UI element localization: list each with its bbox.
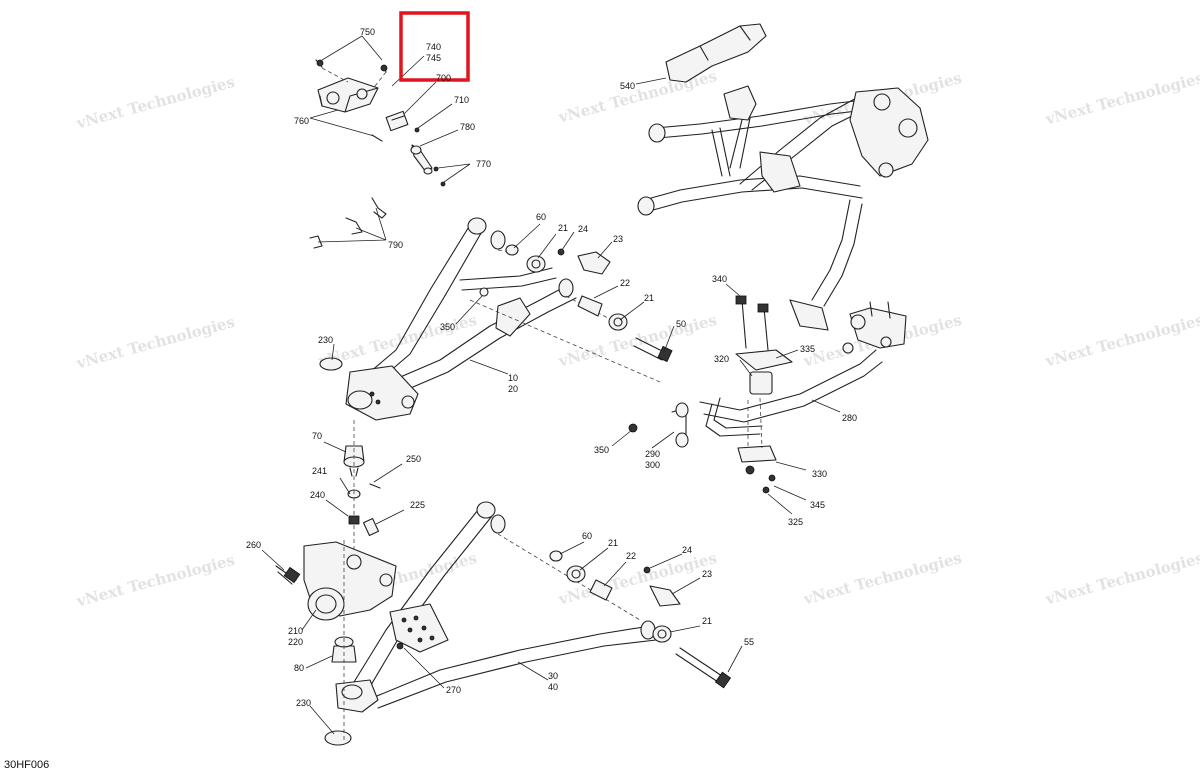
callout-325: 325 — [788, 517, 803, 527]
callout-23: 23 — [613, 234, 623, 244]
callout-350: 350 — [594, 445, 609, 455]
callout-345: 345 — [810, 500, 825, 510]
sway-bar-assembly — [628, 295, 907, 494]
callout-700: 700 — [436, 73, 451, 83]
callout-320: 320 — [714, 354, 729, 364]
callout-790: 790 — [388, 240, 403, 250]
callout-22: 22 — [626, 551, 636, 561]
callout-210: 210 — [288, 626, 303, 636]
callout-220: 220 — [288, 637, 303, 647]
callout-60: 60 — [582, 531, 592, 541]
callout-710: 710 — [454, 95, 469, 105]
callout-30: 30 — [548, 671, 558, 681]
watermark-text: vNext Technologies — [74, 313, 237, 373]
diagram-code: 30HF006 — [4, 759, 49, 771]
callout-20: 20 — [508, 384, 518, 394]
callout-21: 21 — [644, 293, 654, 303]
callout-780: 780 — [460, 122, 475, 132]
lower-a-arm — [335, 501, 657, 740]
callout-540: 540 — [620, 81, 635, 91]
callout-55: 55 — [744, 637, 754, 647]
callout-80: 80 — [294, 663, 304, 673]
callout-330: 330 — [812, 469, 827, 479]
callout-250: 250 — [406, 454, 421, 464]
upper-arm-hardware — [479, 244, 673, 363]
watermark-text: vNext Technologies — [801, 549, 964, 609]
knuckle-hardware — [275, 420, 397, 746]
callout-340: 340 — [712, 274, 727, 284]
callout-labels: 750 740 745 700 710 760 780 770 790 540 … — [246, 27, 857, 708]
upper-a-arm — [319, 217, 661, 421]
callout-10: 10 — [508, 373, 518, 383]
sensor-bracket-assembly — [309, 59, 446, 249]
callout-40: 40 — [548, 682, 558, 692]
watermark-text: vNext Technologies — [74, 73, 237, 133]
callout-60: 60 — [536, 212, 546, 222]
callout-241: 241 — [312, 466, 327, 476]
watermark-text: vNext Technologies — [1043, 69, 1200, 129]
callout-290: 290 — [645, 449, 660, 459]
callout-70: 70 — [312, 431, 322, 441]
callout-21: 21 — [608, 538, 618, 548]
callout-335: 335 — [800, 344, 815, 354]
callout-24: 24 — [578, 224, 588, 234]
watermark-text: vNext Technologies — [1043, 549, 1200, 609]
callout-24: 24 — [682, 545, 692, 555]
leader-lines — [261, 35, 841, 735]
callout-280: 280 — [842, 413, 857, 423]
watermark-text: vNext Technologies — [1043, 311, 1200, 371]
callout-23: 23 — [702, 569, 712, 579]
callout-770: 770 — [476, 159, 491, 169]
callout-300: 300 — [645, 460, 660, 470]
callout-225: 225 — [410, 500, 425, 510]
callout-760: 760 — [294, 116, 309, 126]
highlight-box — [399, 11, 470, 82]
rear-frame-assembly — [637, 23, 929, 331]
callout-22: 22 — [620, 278, 630, 288]
callout-740: 740 — [426, 42, 441, 52]
watermark-text: vNext Technologies — [74, 551, 237, 611]
callout-745: 745 — [426, 53, 441, 63]
callout-350: 350 — [440, 322, 455, 332]
callout-21: 21 — [558, 223, 568, 233]
callout-50: 50 — [676, 319, 686, 329]
callout-750: 750 — [360, 27, 375, 37]
callout-230: 230 — [296, 698, 311, 708]
callout-260: 260 — [246, 540, 261, 550]
watermark-text: vNext Technologies — [556, 311, 719, 371]
lower-arm-hardware — [549, 550, 732, 689]
callout-230: 230 — [318, 335, 333, 345]
callout-240: 240 — [310, 490, 325, 500]
callout-270: 270 — [446, 685, 461, 695]
callout-21: 21 — [702, 616, 712, 626]
